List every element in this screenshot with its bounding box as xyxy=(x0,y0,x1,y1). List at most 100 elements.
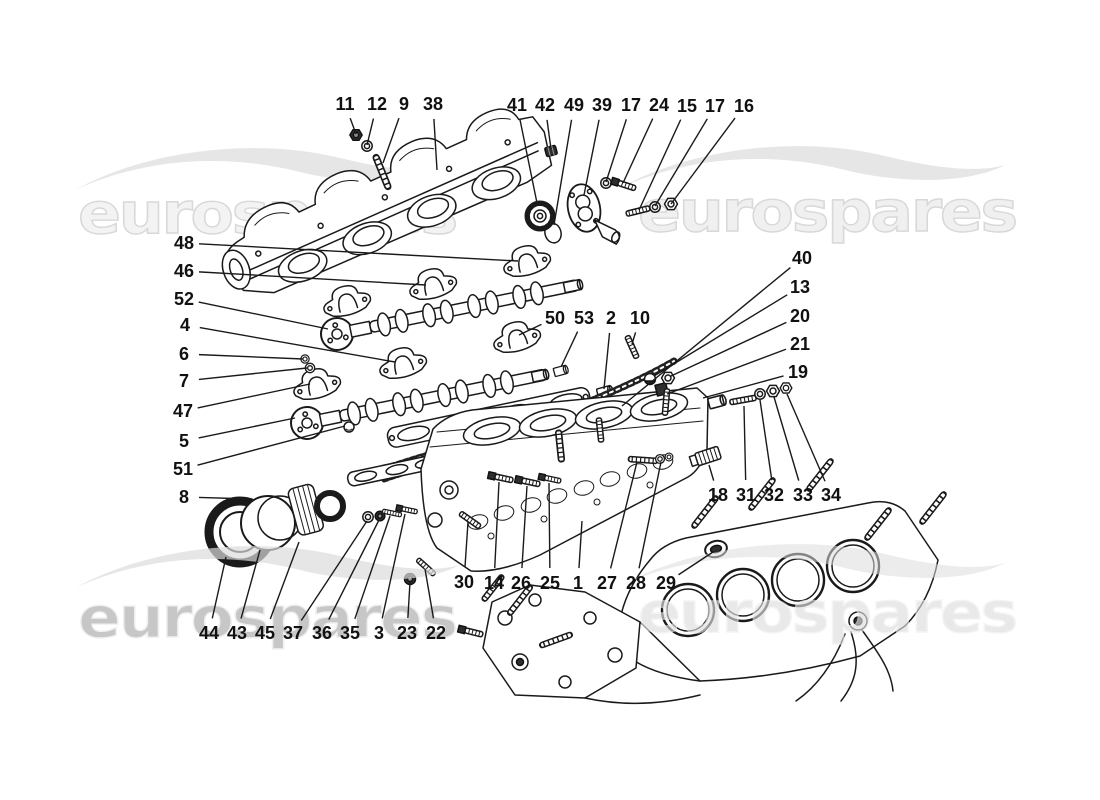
leader-line-34-36 xyxy=(786,393,826,482)
leader-line-8-22 xyxy=(198,496,253,500)
bolt-part24-drawing xyxy=(609,176,638,193)
part-label-52-15: 52 xyxy=(174,289,194,309)
part-label-35-50: 35 xyxy=(340,623,360,643)
head-gasket-drawing xyxy=(617,500,939,702)
part-label-24-9: 24 xyxy=(649,95,669,115)
part-label-34-36: 34 xyxy=(821,485,841,505)
engine-drawing xyxy=(204,108,948,705)
washer-part17a-drawing xyxy=(600,177,612,189)
leader-line-48-13 xyxy=(198,243,519,262)
part-label-13-28: 13 xyxy=(790,277,810,297)
leader-line-47-19 xyxy=(197,383,311,409)
leader-line-19-31 xyxy=(702,375,784,399)
leader-line-5-20 xyxy=(198,417,296,439)
leader-line-13-28 xyxy=(653,294,788,377)
nut-part20-drawing xyxy=(660,371,676,385)
part-label-4-16: 4 xyxy=(180,315,190,335)
part-label-41-4: 41 xyxy=(507,95,527,115)
part-label-46-14: 46 xyxy=(174,261,194,281)
part-label-15-10: 15 xyxy=(677,96,697,116)
part-label-33-35: 33 xyxy=(793,485,813,505)
leader-line-1-41 xyxy=(578,520,583,569)
washer-part37-drawing xyxy=(362,511,374,523)
part-label-17-8: 17 xyxy=(621,95,641,115)
swoosh-top-right xyxy=(620,146,1005,188)
leader-line-24-9 xyxy=(622,118,654,184)
leader-line-41-4 xyxy=(519,119,538,204)
bearing-cap-drawing xyxy=(318,279,374,322)
leader-line-44-45 xyxy=(211,556,227,619)
bearing-cap-50-drawing xyxy=(488,315,544,358)
part-label-25-40: 25 xyxy=(540,573,560,593)
washer-part32-drawing xyxy=(754,388,766,400)
leader-line-35-50 xyxy=(354,515,391,620)
leader-line-15-10 xyxy=(638,119,682,211)
part-label-8-22: 8 xyxy=(179,487,189,507)
part-label-6-17: 6 xyxy=(179,344,189,364)
gasket-strip-drawing xyxy=(346,454,440,487)
leader-line-4-16 xyxy=(199,326,396,363)
leader-line-6-17 xyxy=(198,353,304,360)
washer-part28b-drawing xyxy=(664,452,674,462)
leader-line-12-1 xyxy=(366,118,375,146)
watermark-text: eurospares xyxy=(638,580,1016,646)
leader-line-31-33 xyxy=(743,405,747,481)
leader-line-17-11 xyxy=(654,118,708,207)
watermark-text: eurospares xyxy=(78,585,456,651)
leader-line-16-12 xyxy=(670,117,736,205)
plug-part18-drawing xyxy=(688,445,722,468)
part-label-36-49: 36 xyxy=(312,623,332,643)
leader-line-33-35 xyxy=(773,396,800,481)
part-label-7-18: 7 xyxy=(179,371,189,391)
part-label-3-51: 3 xyxy=(374,623,384,643)
nut-part34-drawing xyxy=(779,382,793,394)
nut-part33-drawing xyxy=(765,384,781,398)
part-label-20-29: 20 xyxy=(790,306,810,326)
leader-line-27-42 xyxy=(609,461,638,569)
leader-line-2-25 xyxy=(603,332,611,390)
bearing-cap-drawing xyxy=(374,341,430,384)
washer-part28-drawing xyxy=(654,453,666,465)
part-label-39-7: 39 xyxy=(592,95,612,115)
cam-cover-drawing xyxy=(221,108,553,294)
stud-part27-drawing xyxy=(627,455,659,465)
watermark-text: eurospares xyxy=(638,179,1016,245)
leader-line-50-23 xyxy=(518,323,542,336)
watermark-layer-bottom: eurospares eurospares xyxy=(75,544,1019,652)
bush-part42-drawing xyxy=(544,144,558,158)
stud-part31-drawing xyxy=(728,394,758,406)
part-label-40-27: 40 xyxy=(792,248,812,268)
part-label-18-32: 18 xyxy=(708,485,728,505)
part-label-21-30: 21 xyxy=(790,334,810,354)
leader-line-28-43 xyxy=(638,461,662,569)
part-label-47-19: 47 xyxy=(173,401,193,421)
part-label-43-46: 43 xyxy=(227,623,247,643)
part-label-38-3: 38 xyxy=(423,94,443,114)
stud-part10-drawing xyxy=(623,334,641,360)
part-label-22-53: 22 xyxy=(426,623,446,643)
part-label-27-42: 27 xyxy=(597,573,617,593)
part-label-31-33: 31 xyxy=(736,485,756,505)
leader-line-53-24 xyxy=(560,331,579,368)
part-label-44-45: 44 xyxy=(199,623,219,643)
plug-part51-drawing xyxy=(343,421,355,433)
part-label-19-31: 19 xyxy=(788,362,808,382)
part-label-2-25: 2 xyxy=(606,308,616,328)
leader-line-30-37 xyxy=(464,521,469,568)
part-label-16-12: 16 xyxy=(734,96,754,116)
leader-line-21-30 xyxy=(666,348,787,395)
leader-line-52-15 xyxy=(198,301,329,330)
camshaft-lower-drawing xyxy=(290,368,550,440)
leader-line-26-39 xyxy=(521,485,528,569)
leader-line-40-27 xyxy=(621,266,791,407)
part-label-29-44: 29 xyxy=(656,573,676,593)
leader-line-7-18 xyxy=(198,367,308,381)
leader-line-45-47 xyxy=(269,541,300,620)
leader-line-18-32 xyxy=(708,464,715,481)
leader-line-37-48 xyxy=(300,520,368,621)
swoosh-bottom-left xyxy=(75,546,460,588)
leader-line-39-7 xyxy=(583,119,600,196)
part-label-49-6: 49 xyxy=(564,95,584,115)
leader-line-38-3 xyxy=(433,118,438,171)
